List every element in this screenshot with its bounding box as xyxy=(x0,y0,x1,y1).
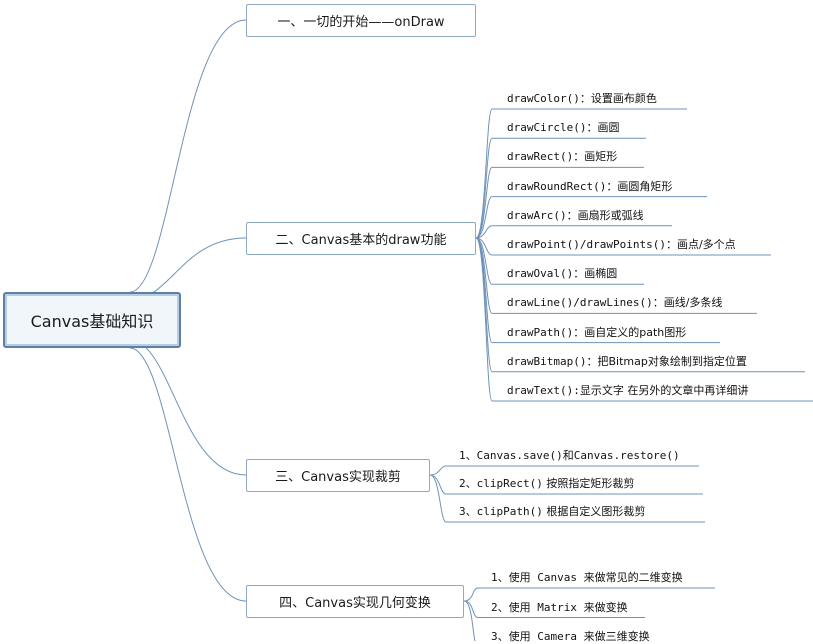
connector-line xyxy=(475,166,493,239)
leaf-code: 2、clipRect() xyxy=(459,477,543,490)
leaf-node[interactable]: drawPath()：画自定义的path图形 xyxy=(507,326,686,340)
leaf-description: 画点/多个点 xyxy=(676,238,736,251)
connector-line xyxy=(475,196,493,239)
connector-line xyxy=(463,600,476,641)
leaf-node[interactable]: drawBitmap()：把Bitmap对象绘制到指定位置 xyxy=(507,355,747,369)
leaf-code: 3、clipPath() xyxy=(459,505,543,518)
leaf-description: 画线/多条线 xyxy=(663,296,723,310)
leaf-code: drawText(): xyxy=(507,384,580,397)
branch-transform[interactable]: 四、Canvas实现几何变换 xyxy=(246,585,464,618)
root-node[interactable]: Canvas基础知识 xyxy=(3,292,181,348)
leaf-code: drawOval()： xyxy=(507,267,585,281)
leaf-node[interactable]: 3、clipPath() 根据自定义图形裁剪 xyxy=(459,505,645,519)
leaf-node[interactable]: 2、clipRect() 按照指定矩形裁剪 xyxy=(459,477,634,491)
leaf-description: 设置画布颜色 xyxy=(590,92,657,105)
leaf-node[interactable]: 2、使用 Matrix 来做变换 xyxy=(491,601,628,615)
leaf-description: 画自定义的path图形 xyxy=(584,325,687,339)
branch-ondraw[interactable]: 一、一切的开始——onDraw xyxy=(246,4,476,37)
leaf-code: drawRect()： xyxy=(507,150,585,164)
leaf-code: drawArc()： xyxy=(507,208,578,222)
leaf-description: 显示文字 在另外的文章中再详细讲 xyxy=(579,384,749,397)
leaf-node[interactable]: drawText():显示文字 在另外的文章中再详细讲 xyxy=(507,384,748,398)
branch-clipping[interactable]: 三、Canvas实现裁剪 xyxy=(246,459,430,492)
connector-line xyxy=(129,347,247,602)
leaf-code: drawColor()： xyxy=(507,92,591,105)
connector-line xyxy=(475,237,493,402)
connector-line xyxy=(475,237,493,373)
connector-line xyxy=(129,339,247,476)
leaf-code: drawBitmap()： xyxy=(507,354,598,368)
leaf-node[interactable]: drawCircle()：画圆 xyxy=(507,121,619,135)
connector-line xyxy=(475,225,493,239)
connector-line xyxy=(129,237,247,301)
leaf-description: 把Bitmap对象绘制到指定位置 xyxy=(597,354,747,368)
leaf-node[interactable]: drawRect()：画矩形 xyxy=(507,150,617,164)
leaf-description: 画圆角矩形 xyxy=(617,179,673,193)
connector-line xyxy=(463,587,479,602)
connector-line xyxy=(475,137,493,239)
leaf-node[interactable]: 1、使用 Canvas 来做常见的二维变换 xyxy=(491,571,683,585)
connector-line xyxy=(429,474,447,523)
leaf-node[interactable]: drawOval()：画椭圆 xyxy=(507,267,617,281)
leaf-description: 画椭圆 xyxy=(584,267,618,281)
connector-line xyxy=(129,19,247,293)
leaf-code: 2、使用 Matrix 来做变换 xyxy=(491,600,628,614)
leaf-node[interactable]: drawColor()：设置画布颜色 xyxy=(507,92,657,106)
leaf-code: 1、Canvas.save()和Canvas.restore() xyxy=(459,449,680,462)
connector-line xyxy=(475,108,493,239)
leaf-code: drawLine()/drawLines()： xyxy=(507,296,664,310)
leaf-code: 1、使用 Canvas 来做常见的二维变换 xyxy=(491,571,683,584)
connector-line xyxy=(429,465,447,476)
leaf-code: drawCircle()： xyxy=(507,121,598,135)
leaf-description: 画扇形或弧线 xyxy=(577,208,644,222)
leaf-node[interactable]: drawArc()：画扇形或弧线 xyxy=(507,209,644,223)
leaf-code: drawPath()： xyxy=(507,325,585,339)
leaf-node[interactable]: drawLine()/drawLines()：画线/多条线 xyxy=(507,296,722,310)
leaf-node[interactable]: drawPoint()/drawPoints()：画点/多个点 xyxy=(507,238,736,252)
leaf-node[interactable]: 3、使用 Camera 来做三维变换 xyxy=(491,630,650,644)
leaf-code: drawRoundRect()： xyxy=(507,179,618,193)
leaf-description: 画圆 xyxy=(597,121,620,135)
leaf-code: 3、使用 Camera 来做三维变换 xyxy=(491,630,650,643)
leaf-node[interactable]: drawRoundRect()：画圆角矩形 xyxy=(507,180,672,194)
leaf-node[interactable]: 1、Canvas.save()和Canvas.restore() xyxy=(459,449,680,463)
leaf-description: 根据自定义图形裁剪 xyxy=(542,505,646,518)
leaf-code: drawPoint()/drawPoints()： xyxy=(507,238,677,251)
branch-draw-functions[interactable]: 二、Canvas基本的draw功能 xyxy=(246,222,476,255)
leaf-description: 按照指定矩形裁剪 xyxy=(542,477,635,490)
leaf-description: 画矩形 xyxy=(584,150,618,164)
